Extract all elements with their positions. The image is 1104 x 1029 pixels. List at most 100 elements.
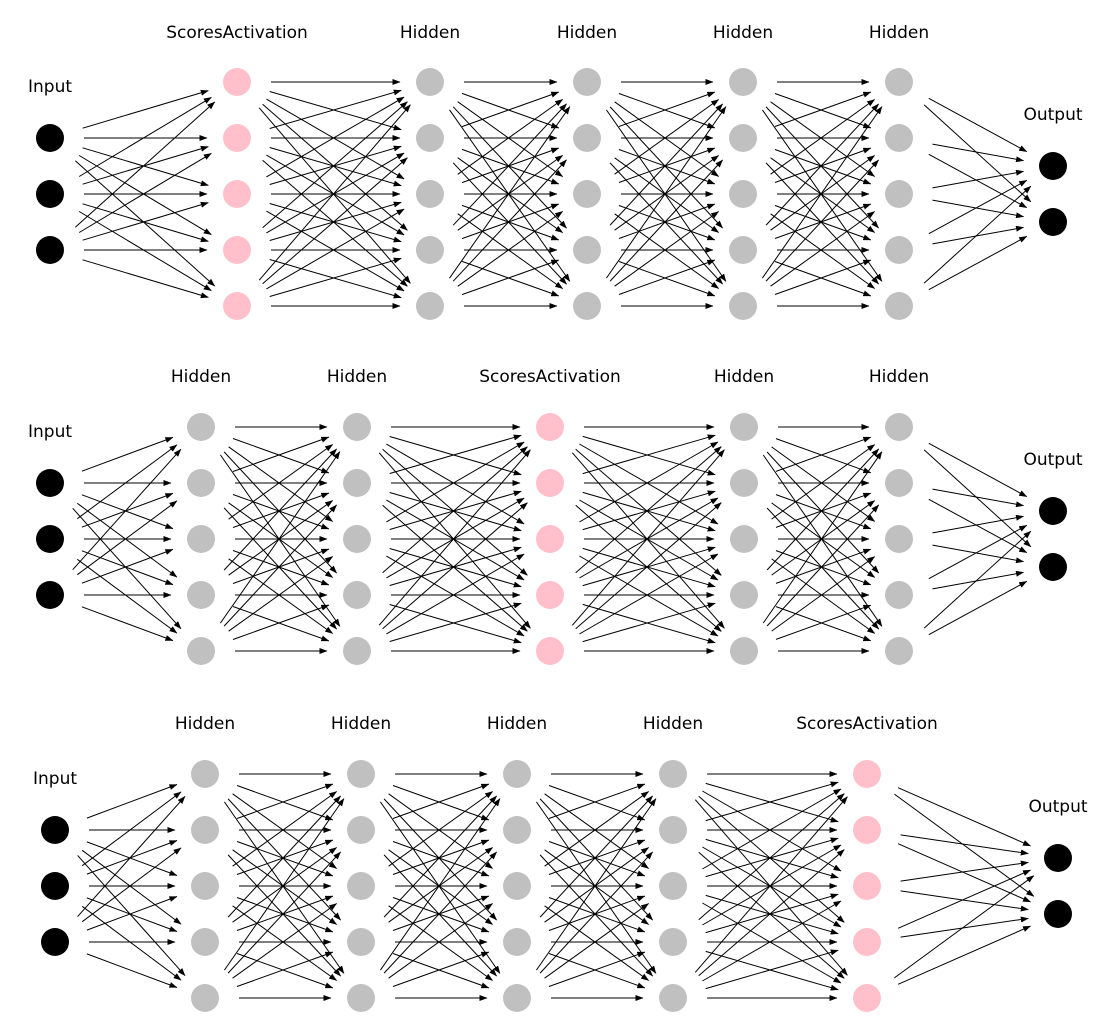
connection-arrow — [86, 840, 178, 875]
hidden-neuron — [729, 236, 757, 264]
connection-arrow — [705, 893, 839, 934]
connection-arrow — [81, 436, 174, 472]
hidden-neuron — [191, 816, 219, 844]
connection-arrow — [219, 451, 341, 624]
layer-hidden: Hidden — [643, 714, 703, 1012]
layer-hidden: Hidden — [714, 367, 774, 665]
output-neuron — [1039, 208, 1067, 236]
layer-hidden: Hidden — [487, 714, 547, 1012]
connection-arrow — [544, 903, 650, 979]
layer-label: Hidden — [643, 714, 703, 734]
connection-arrow — [928, 235, 1028, 291]
layer-hidden: Hidden — [327, 367, 387, 665]
connection-arrow — [82, 259, 209, 299]
connection-arrow — [269, 203, 402, 243]
edge-group — [74, 79, 1032, 309]
connection-arrow — [579, 553, 719, 635]
connection-arrow — [614, 101, 720, 177]
hidden-neuron — [503, 760, 531, 788]
layer-label: ScoresActivation — [479, 367, 621, 387]
connection-arrow — [378, 452, 531, 629]
connection-arrow — [928, 580, 1028, 636]
hidden-neuron — [729, 68, 757, 96]
connection-arrow — [386, 499, 525, 581]
connection-arrow — [236, 953, 334, 989]
hidden-neuron — [343, 469, 371, 497]
connection-arrow — [379, 798, 501, 971]
connection-arrow — [548, 897, 646, 933]
scores-activation-neuron — [223, 292, 251, 320]
connection-arrow — [81, 548, 174, 584]
scores-activation-neuron — [536, 581, 564, 609]
connection-arrow — [388, 791, 494, 867]
connection-arrow — [694, 796, 848, 973]
connection-arrow — [694, 799, 848, 976]
connection-arrow — [269, 147, 402, 187]
connection-arrow — [82, 201, 209, 241]
connection-arrow — [72, 507, 182, 630]
connection-arrow — [461, 148, 560, 185]
connection-arrow — [582, 490, 716, 531]
scores-activation-neuron — [853, 760, 881, 788]
connection-arrow — [705, 781, 839, 822]
layer-label: Hidden — [714, 367, 774, 387]
hidden-neuron — [503, 928, 531, 956]
hidden-neuron — [347, 872, 375, 900]
layer-label: Input — [28, 422, 72, 442]
layer-input: Input — [28, 77, 72, 264]
connection-arrow — [548, 839, 646, 875]
scores-activation-neuron — [536, 525, 564, 553]
connection-arrow — [774, 259, 872, 295]
connection-arrow — [932, 514, 1024, 534]
connection-arrow — [775, 606, 872, 642]
connection-arrow — [702, 788, 842, 870]
input-neuron — [36, 525, 64, 553]
connection-arrow — [269, 145, 402, 185]
connection-arrow — [223, 504, 337, 627]
hidden-neuron — [885, 124, 913, 152]
connection-arrow — [614, 157, 720, 233]
connection-arrow — [605, 106, 727, 279]
layer-label: ScoresActivation — [166, 23, 308, 43]
hidden-neuron — [573, 236, 601, 264]
connection-arrow — [74, 101, 216, 228]
hidden-neuron — [416, 180, 444, 208]
connection-arrow — [236, 897, 334, 933]
connection-arrow — [228, 502, 334, 578]
connection-arrow — [614, 211, 720, 287]
connection-arrow — [232, 550, 330, 586]
connection-arrow — [78, 155, 212, 236]
connection-arrow — [389, 492, 522, 532]
connection-arrow — [582, 603, 716, 644]
connection-arrow — [379, 801, 501, 974]
connection-arrow — [78, 96, 212, 177]
connection-arrow — [269, 89, 402, 129]
connection-arrow — [618, 205, 716, 241]
connection-arrow — [770, 211, 876, 287]
output-neuron — [1039, 152, 1067, 180]
layer-label: Input — [33, 769, 77, 789]
connection-arrow — [539, 851, 653, 974]
connection-arrow — [386, 497, 525, 579]
connection-arrow — [775, 550, 872, 586]
connection-arrow — [771, 500, 876, 576]
hidden-neuron — [730, 413, 758, 441]
connection-arrow — [770, 101, 876, 177]
connection-arrow — [236, 783, 334, 819]
connection-arrow — [383, 851, 497, 974]
connection-arrow — [544, 847, 650, 923]
connection-arrow — [618, 203, 716, 239]
hidden-neuron — [416, 68, 444, 96]
connection-arrow — [386, 553, 525, 635]
hidden-neuron — [885, 292, 913, 320]
layer-hidden: Hidden — [557, 23, 617, 320]
connection-arrow — [78, 152, 212, 233]
connection-arrow — [232, 903, 338, 979]
connection-arrow — [775, 494, 872, 530]
connection-arrow — [771, 502, 876, 578]
input-neuron — [36, 236, 64, 264]
connection-arrow — [582, 434, 716, 475]
hidden-neuron — [191, 928, 219, 956]
connection-arrow — [614, 155, 720, 231]
